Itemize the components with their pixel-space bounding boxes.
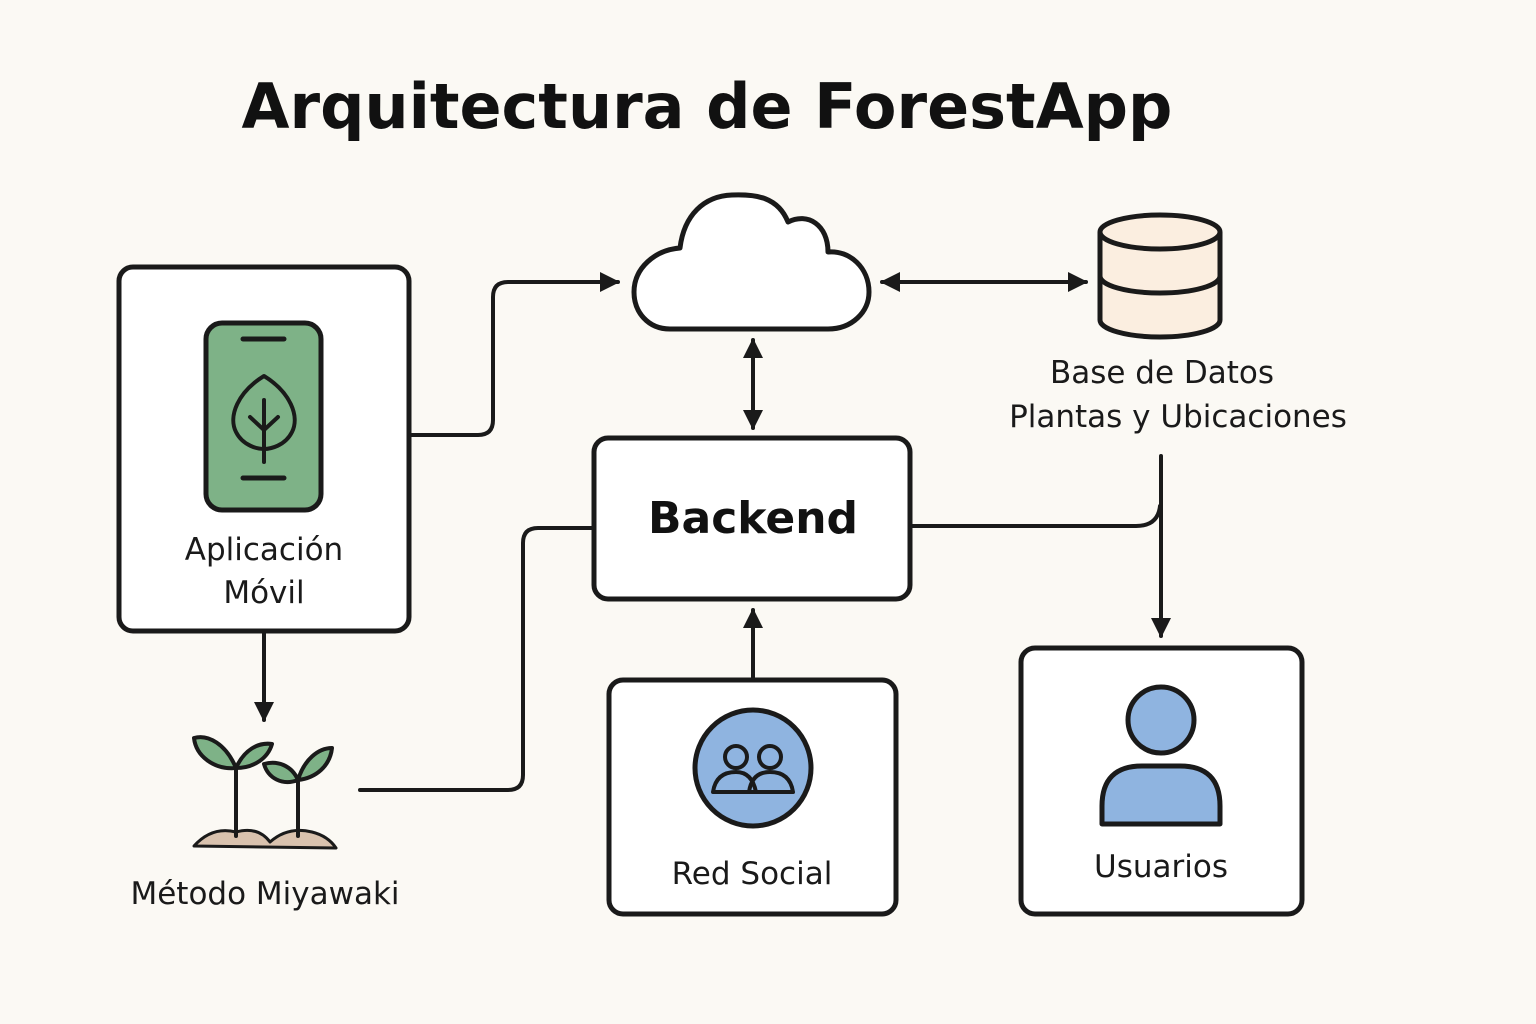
backend-node: Backend xyxy=(591,435,913,602)
users-node: Usuarios xyxy=(1018,645,1305,917)
miyawaki-node: Método Miyawaki xyxy=(130,735,400,912)
diagram-title: Arquitectura de ForestApp xyxy=(242,70,1173,143)
user-icon xyxy=(1099,684,1223,827)
group-icon xyxy=(692,707,814,829)
sprouts-icon xyxy=(192,735,338,850)
database-node: Base de Datos Plantas y Ubicaciones xyxy=(1009,212,1347,435)
database-icon xyxy=(1097,212,1223,340)
connector-backend-to-junction xyxy=(909,504,1162,528)
mobile-app-label-line1: Aplicación xyxy=(185,532,343,568)
database-label-line2: Plantas y Ubicaciones xyxy=(1009,399,1347,435)
mobile-app-node: Aplicación Móvil xyxy=(116,264,412,634)
miyawaki-label: Método Miyawaki xyxy=(130,876,399,912)
mobile-app-label-line2: Móvil xyxy=(223,575,304,611)
phone-leaf-icon xyxy=(203,320,324,513)
connector-miyawaki-to-backend xyxy=(358,526,596,792)
connector-mobile-to-cloud xyxy=(408,272,620,437)
cloud-node xyxy=(631,192,872,332)
social-node: Red Social xyxy=(606,677,899,917)
backend-box xyxy=(591,435,913,602)
users-label: Usuarios xyxy=(1094,849,1228,885)
backend-label: Backend xyxy=(648,493,858,544)
cloud-icon xyxy=(631,192,872,332)
connectors xyxy=(254,272,1171,792)
database-label-line1: Base de Datos xyxy=(1050,355,1274,391)
social-label: Red Social xyxy=(672,856,833,892)
